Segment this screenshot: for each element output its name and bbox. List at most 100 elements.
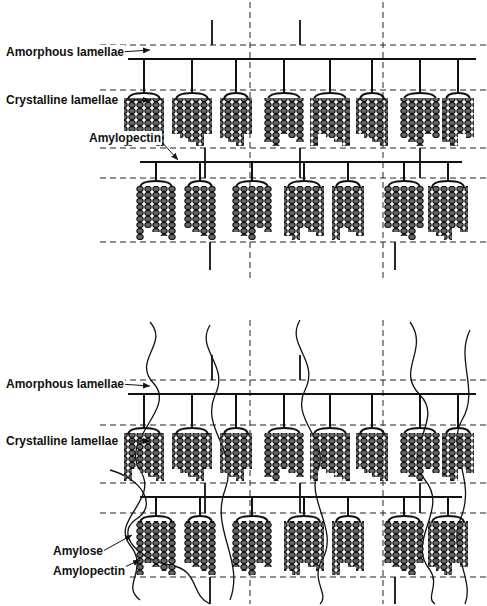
branch-stem — [251, 162, 253, 181]
double-helix — [372, 433, 380, 477]
backbone — [128, 58, 476, 60]
double-helix — [184, 186, 192, 228]
branch-stem — [191, 59, 193, 93]
double-helix — [310, 433, 318, 481]
double-helix — [364, 98, 372, 138]
double-helix — [428, 186, 436, 232]
double-helix — [400, 98, 408, 138]
backbone-chain — [299, 148, 301, 178]
branch-stem — [347, 162, 349, 181]
double-helix — [408, 521, 416, 575]
double-helix — [458, 98, 466, 134]
backbone-chain — [209, 242, 211, 270]
double-helix — [332, 186, 340, 240]
component-label: Amylopectin — [52, 564, 126, 578]
double-helix — [332, 521, 340, 575]
double-helix — [168, 186, 176, 240]
double-helix — [232, 186, 240, 232]
backbone-chain — [299, 355, 301, 380]
double-helix — [172, 98, 180, 134]
layer-label: Crystalline lamellae — [5, 434, 119, 448]
double-helix — [452, 521, 460, 563]
double-helix — [280, 98, 288, 134]
double-helix — [318, 433, 326, 469]
branch-stem — [191, 394, 193, 428]
double-helix — [416, 433, 424, 481]
double-helix — [220, 98, 228, 138]
double-helix — [152, 521, 160, 567]
double-helix — [416, 98, 424, 146]
amylopectin-clusters — [124, 20, 476, 604]
double-helix — [156, 433, 164, 481]
double-helix — [256, 186, 264, 228]
double-helix — [428, 521, 436, 567]
double-helix — [188, 433, 196, 477]
layer-label: Amorphous lamellae — [5, 377, 125, 391]
double-helix — [432, 98, 440, 138]
double-helix — [342, 98, 350, 146]
double-helix — [356, 186, 364, 236]
branch-stem — [457, 394, 459, 428]
lamella-boundaries — [100, 2, 487, 604]
double-helix — [356, 521, 364, 571]
double-helix — [232, 521, 240, 567]
double-helix — [292, 521, 300, 575]
double-helix — [160, 186, 168, 236]
branch-stem — [303, 497, 305, 516]
leader-arrows — [103, 50, 178, 571]
double-helix — [144, 186, 152, 228]
double-helix — [326, 433, 334, 473]
backbone-chain — [394, 577, 396, 604]
double-helix — [240, 521, 248, 571]
double-helix — [400, 521, 408, 571]
double-helix — [380, 433, 388, 481]
double-helix — [220, 433, 228, 473]
branch-stem — [155, 497, 157, 516]
double-helix — [200, 521, 208, 571]
double-helix — [140, 433, 148, 473]
double-helix — [458, 433, 466, 469]
branch-stem — [283, 394, 285, 428]
double-helix — [364, 433, 372, 473]
double-helix — [356, 98, 364, 134]
double-helix — [300, 186, 308, 228]
double-helix — [384, 186, 392, 228]
double-helix — [200, 186, 208, 236]
branch-stem — [403, 497, 405, 516]
double-helix — [124, 433, 132, 481]
double-helix — [264, 98, 272, 142]
double-helix — [450, 433, 458, 481]
branch-stem — [199, 497, 201, 516]
double-helix — [256, 521, 264, 563]
backbone — [140, 496, 462, 498]
double-helix — [466, 433, 474, 473]
double-helix — [172, 433, 180, 469]
branch-stem — [347, 497, 349, 516]
double-helix — [188, 98, 196, 142]
branch-stem — [235, 394, 237, 428]
double-helix — [248, 521, 256, 575]
double-helix — [160, 521, 168, 571]
double-helix — [280, 433, 288, 469]
double-helix — [144, 521, 152, 563]
branch-stem — [143, 59, 145, 93]
double-helix — [408, 433, 416, 477]
backbone-chain — [211, 20, 213, 45]
double-helix — [132, 433, 140, 469]
double-helix — [264, 186, 272, 232]
double-helix — [450, 98, 458, 146]
double-helix — [308, 186, 316, 232]
double-helix — [296, 98, 304, 142]
double-helix — [460, 186, 468, 232]
double-helix — [240, 186, 248, 236]
double-helix — [192, 186, 200, 232]
backbone-chain — [204, 148, 206, 178]
double-helix — [384, 521, 392, 563]
branch-stem — [419, 394, 421, 428]
double-helix — [204, 98, 212, 134]
double-helix — [208, 186, 216, 240]
branch-stem — [371, 59, 373, 93]
double-helix — [452, 186, 460, 228]
backbone-chain — [299, 483, 301, 513]
double-helix — [196, 98, 204, 146]
